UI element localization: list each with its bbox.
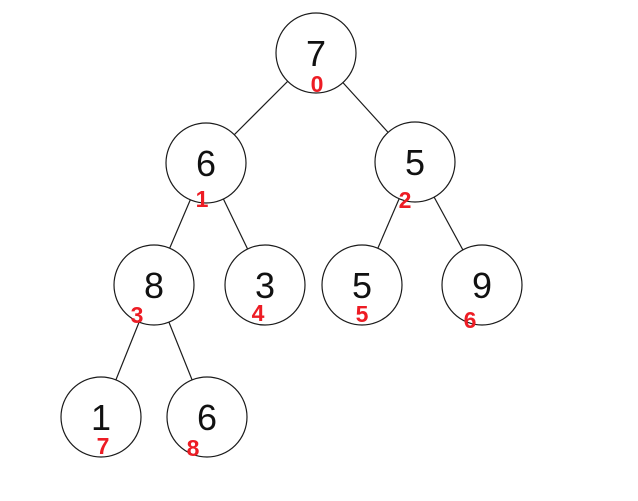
node-circle-5	[321, 244, 403, 326]
node-value-5: 5	[352, 265, 372, 306]
node-value-3: 8	[144, 265, 164, 306]
tree-node-5: 55	[321, 244, 403, 327]
tree-node-6: 96	[441, 244, 523, 333]
node-circle-2	[374, 121, 456, 203]
node-circle-4	[224, 244, 306, 326]
node-index-5: 5	[356, 301, 369, 327]
node-circle-8	[166, 376, 248, 458]
tree-node-0: 70	[275, 12, 357, 97]
node-index-4: 4	[252, 300, 265, 326]
node-index-3: 3	[131, 302, 144, 328]
node-circle-7	[60, 376, 142, 458]
node-value-6: 9	[472, 265, 492, 306]
node-circle-1	[165, 122, 247, 204]
node-value-0: 7	[306, 33, 326, 74]
node-index-7: 7	[97, 433, 110, 459]
tree-node-7: 17	[60, 376, 142, 459]
node-circle-3	[113, 244, 195, 326]
node-index-1: 1	[196, 186, 209, 212]
node-circle-0	[275, 12, 357, 94]
node-value-1: 6	[196, 143, 216, 184]
node-index-0: 0	[311, 71, 324, 97]
node-value-2: 5	[405, 142, 425, 183]
tree-node-2: 52	[374, 121, 456, 213]
tree-node-3: 83	[113, 244, 195, 328]
node-index-6: 6	[464, 307, 477, 333]
node-value-4: 3	[255, 265, 275, 306]
node-index-8: 8	[187, 435, 200, 461]
node-value-7: 1	[91, 397, 111, 438]
node-circle-6	[441, 244, 523, 326]
node-index-2: 2	[399, 187, 412, 213]
tree-node-1: 61	[165, 122, 247, 212]
tree-node-8: 68	[166, 376, 248, 461]
node-value-8: 6	[197, 397, 217, 438]
tree-node-4: 34	[224, 244, 306, 326]
